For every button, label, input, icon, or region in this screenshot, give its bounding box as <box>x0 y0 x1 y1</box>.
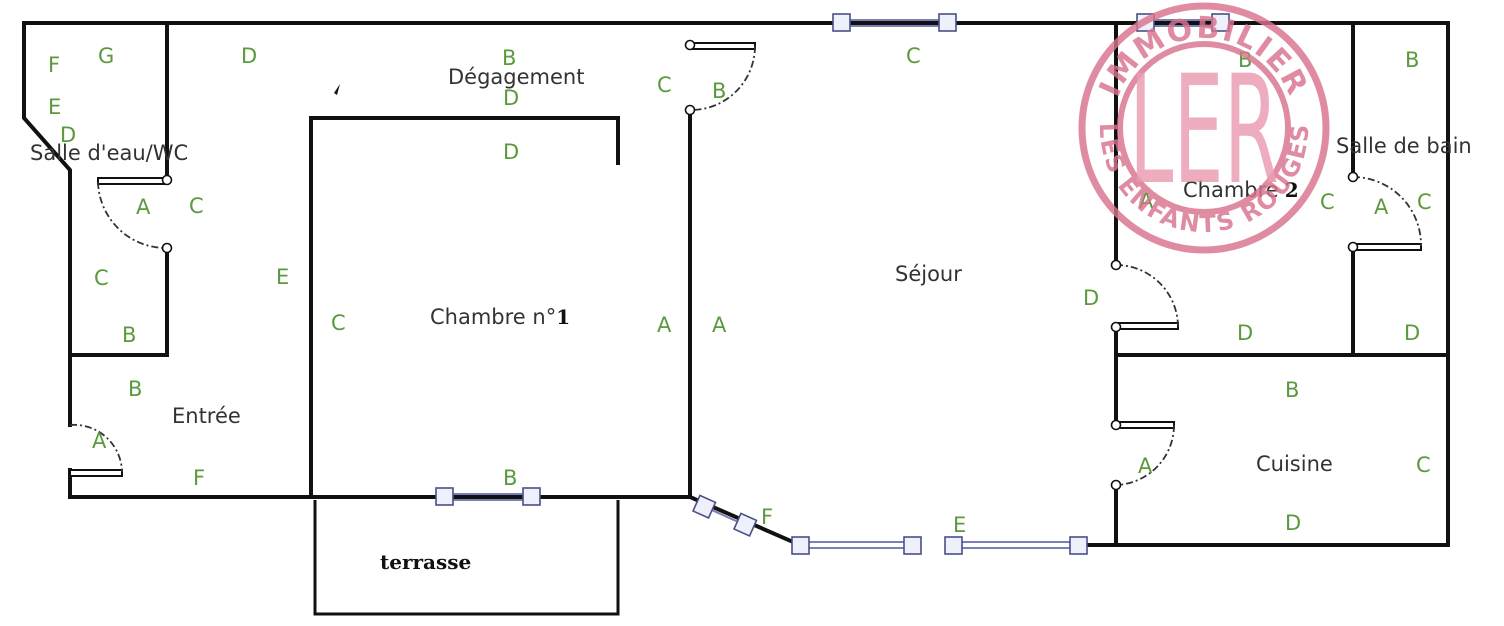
marker: A <box>1138 454 1153 478</box>
room-label-cuisine: Cuisine <box>1256 452 1333 476</box>
marker: C <box>1320 190 1335 214</box>
marker: A <box>136 195 151 219</box>
room-number-chambre2: 2 <box>1285 178 1299 202</box>
marker: D <box>241 44 257 68</box>
room-label-salle-eau: Salle d'eau/WC <box>30 141 188 165</box>
marker: D <box>1404 321 1420 345</box>
door-entree <box>69 423 123 477</box>
door-degagement <box>684 39 756 116</box>
marker: E <box>276 265 289 289</box>
marker: D <box>1237 321 1253 345</box>
room-label-entree: Entrée <box>172 404 241 428</box>
room-label-terrasse: terrasse <box>380 550 471 574</box>
door-wc <box>97 174 173 254</box>
marker: C <box>657 73 672 97</box>
doors <box>69 39 1422 491</box>
room-label-salle-bain: Salle de bain <box>1336 134 1472 158</box>
marker: G <box>98 44 114 68</box>
wall-markers: F G E D A C C B D E B D D C B A F B C B … <box>48 44 1432 537</box>
marker: F <box>761 505 773 529</box>
marker: A <box>712 313 727 337</box>
room-label-degagement: Dégagement <box>448 65 584 89</box>
room-number-chambre1: 1 <box>556 305 570 329</box>
marker: E <box>48 95 61 119</box>
marker: C <box>906 44 921 68</box>
marker: C <box>331 311 346 335</box>
marker: C <box>94 266 109 290</box>
room-label-sejour: Séjour <box>895 262 962 286</box>
marker: B <box>128 377 142 401</box>
marker: B <box>503 466 517 490</box>
marker: D <box>503 86 519 110</box>
marker: E <box>953 513 966 537</box>
marker: D <box>503 140 519 164</box>
room-labels: Salle d'eau/WC Dégagement Chambre n°1 En… <box>30 65 1472 574</box>
marker: A <box>92 429 107 453</box>
agency-watermark: IMMOBILIER LES ENFANTS ROUGES LER <box>1078 2 1330 254</box>
window-sejour-bottom-right <box>944 536 1088 555</box>
marker: F <box>193 466 205 490</box>
marker: C <box>189 194 204 218</box>
marker: D <box>1083 286 1099 310</box>
stamp-inner-ring <box>1117 41 1291 215</box>
window-sejour-top <box>832 13 957 32</box>
marker: A <box>657 313 672 337</box>
wall-terrasse <box>313 500 620 616</box>
stamp-outer-ring <box>1078 2 1330 254</box>
wall-chambre1 <box>309 116 620 499</box>
marker: C <box>1416 453 1431 477</box>
marker: A <box>1374 195 1389 219</box>
marker: B <box>1285 378 1299 402</box>
marker: D <box>60 123 76 147</box>
door-chambre2 <box>1110 259 1179 333</box>
marker: B <box>1405 48 1419 72</box>
marker: B <box>502 46 516 70</box>
opening-mark <box>334 84 340 95</box>
marker: B <box>122 323 136 347</box>
window-sejour-bottom-left <box>791 536 922 555</box>
marker: D <box>1285 511 1301 535</box>
marker: B <box>712 79 726 103</box>
room-label-chambre1: Chambre n°1 <box>430 305 570 329</box>
marker: F <box>48 53 60 77</box>
marker: C <box>1417 190 1432 214</box>
wall-left <box>22 21 72 427</box>
window-chambre1-terrasse <box>435 487 541 506</box>
door-salle-bain <box>1347 171 1422 253</box>
door-cuisine <box>1110 419 1175 491</box>
window-sejour-diagonal <box>691 494 758 537</box>
stamp-monogram: LER <box>1129 44 1279 218</box>
